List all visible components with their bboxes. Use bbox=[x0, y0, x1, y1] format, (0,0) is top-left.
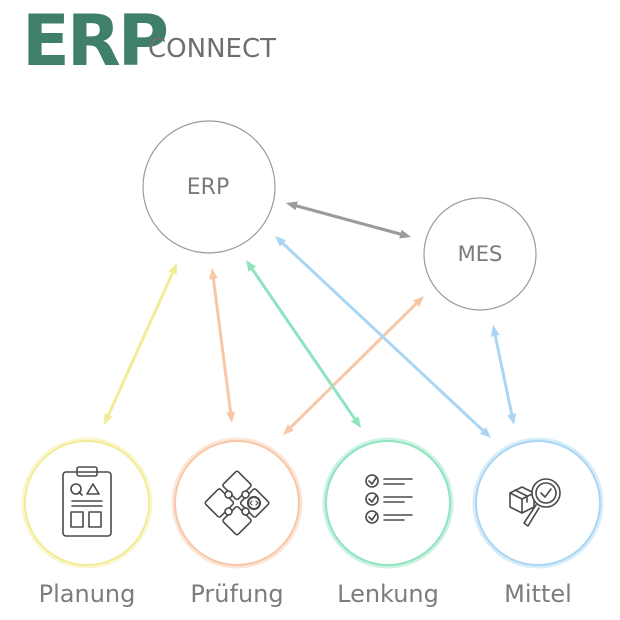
label-mittel: Mittel bbox=[504, 580, 572, 608]
mes-node-label: MES bbox=[457, 242, 503, 266]
puzzle-check-icon bbox=[204, 470, 270, 536]
pruefung-erp-arrow bbox=[208, 268, 236, 423]
checklist-icon bbox=[365, 474, 413, 524]
circle-pruefung bbox=[174, 440, 300, 566]
label-lenkung: Lenkung bbox=[337, 580, 439, 608]
mes-node-circle bbox=[423, 197, 537, 311]
logo-erp: ERP bbox=[22, 0, 169, 82]
circle-planung bbox=[24, 440, 150, 566]
label-planung: Planung bbox=[38, 580, 136, 608]
clipboard-plan-icon bbox=[62, 466, 112, 537]
planung-erp-arrow bbox=[104, 263, 177, 425]
pruefung-mes-arrow bbox=[283, 296, 424, 435]
label-pruefung: Prüfung bbox=[190, 580, 284, 608]
lenkung-erp-arrow bbox=[246, 260, 361, 428]
mittel-mes-arrow bbox=[490, 325, 517, 425]
logo-connect: CONNECT bbox=[148, 34, 276, 64]
mittel-erp-arrow bbox=[275, 236, 491, 438]
erp-mes-arrow bbox=[286, 201, 411, 239]
erp-node-label: ERP bbox=[186, 175, 230, 200]
circle-lenkung bbox=[325, 440, 451, 566]
package-magnifier-icon bbox=[509, 478, 561, 527]
erp-node-circle bbox=[142, 120, 276, 254]
